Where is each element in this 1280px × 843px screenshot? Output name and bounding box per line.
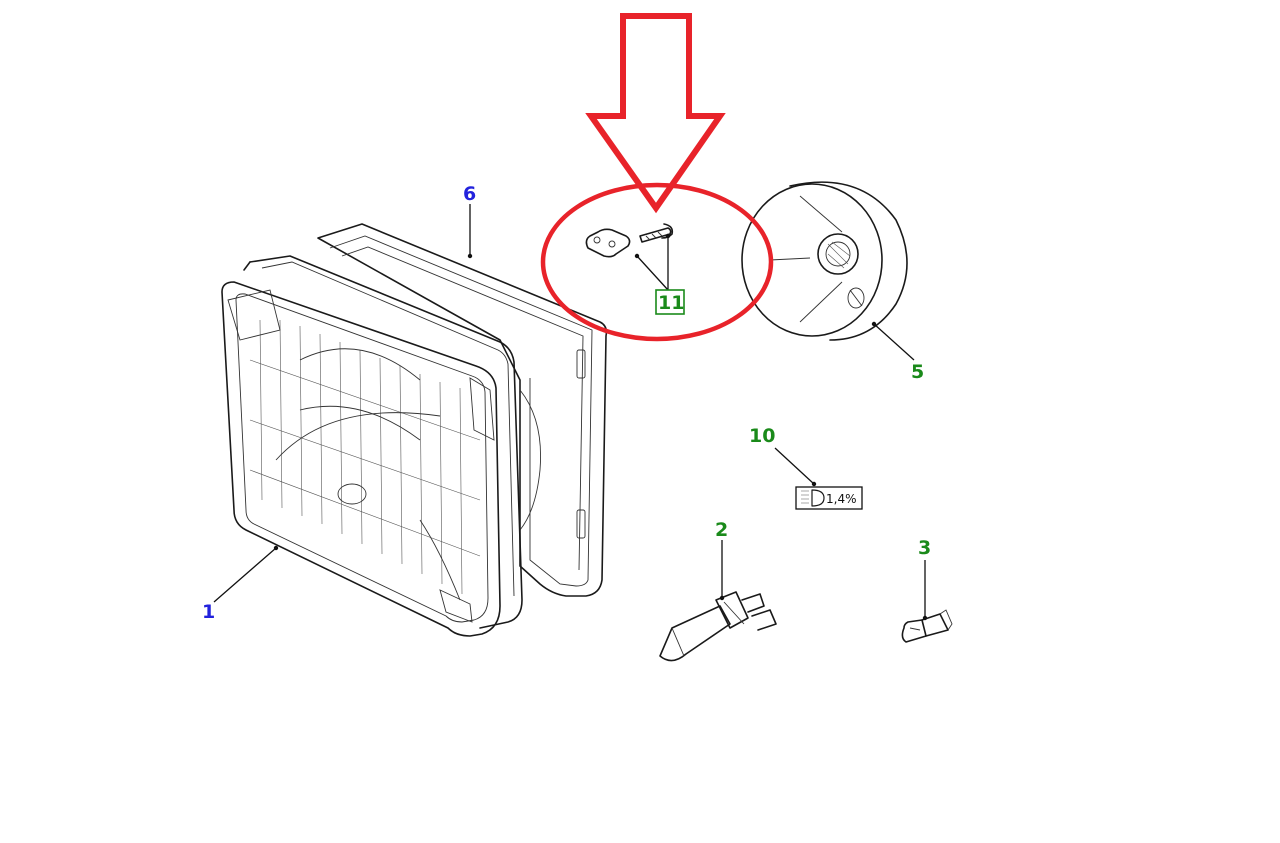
part-10-aim-label-tag[interactable]: 1,4%: [795, 486, 863, 510]
callout-2[interactable]: 2: [715, 519, 728, 541]
callout-labels: 1 2 3 5 6 10 11: [202, 183, 931, 623]
callout-10[interactable]: 10: [749, 425, 775, 447]
aim-tag-value: 1,4%: [826, 492, 857, 506]
part-2-headlamp-bulb[interactable]: [659, 591, 777, 662]
leader-lines: [213, 204, 928, 621]
callout-1[interactable]: 1: [202, 601, 215, 623]
callout-6[interactable]: 6: [463, 183, 476, 205]
part-3-side-bulb[interactable]: [901, 609, 953, 643]
part-1-headlamp-unit[interactable]: [221, 255, 523, 637]
callout-5[interactable]: 5: [911, 361, 924, 383]
callout-11[interactable]: 11: [658, 292, 684, 314]
part-6-gasket-frame[interactable]: [317, 223, 608, 597]
part-11-bracket-and-screw[interactable]: [585, 223, 674, 258]
red-highlight-circle: [540, 182, 774, 342]
callout-3[interactable]: 3: [918, 537, 931, 559]
part-5-back-cover[interactable]: [741, 181, 908, 341]
callout-11-box: [655, 289, 685, 315]
red-down-arrow: [585, 13, 726, 214]
highlight-annotation: [540, 13, 774, 342]
